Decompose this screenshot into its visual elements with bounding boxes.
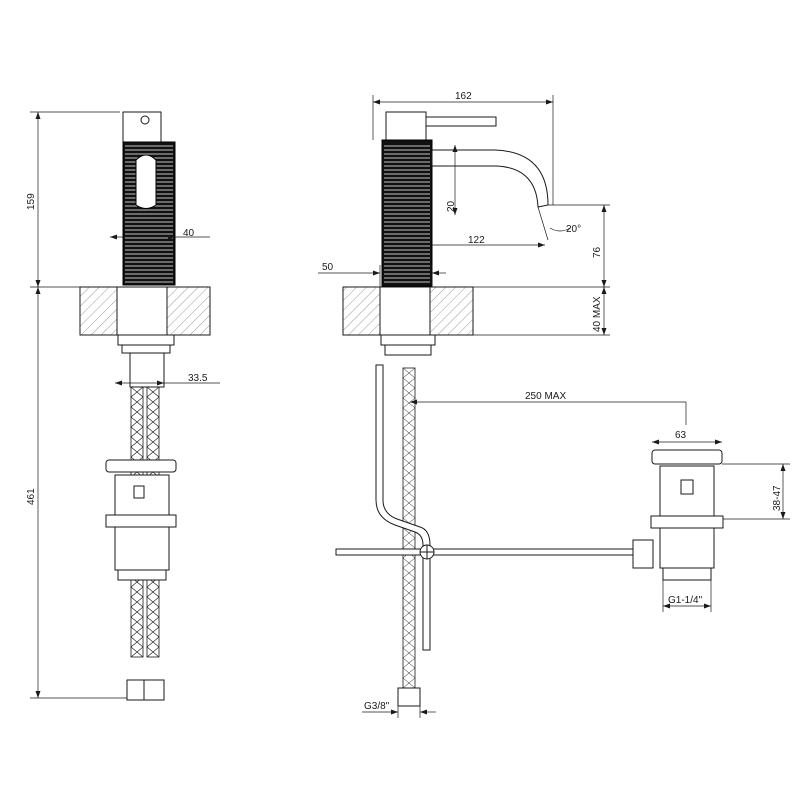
dim-side-spout-reach: 162	[455, 91, 472, 102]
side-horizontal-rod	[335, 548, 637, 556]
front-waste-cap	[105, 459, 177, 473]
dim-waste-plug-diameter: 63	[675, 430, 687, 441]
front-view: 159 461 40 33.5	[26, 111, 220, 701]
waste-body	[659, 465, 715, 517]
side-pull-rod	[375, 364, 431, 651]
waste-nut	[650, 515, 724, 529]
front-waste-body	[114, 474, 170, 516]
dim-supply-thread: G3/8"	[364, 701, 390, 712]
dim-front-body-diameter: 40	[183, 228, 195, 239]
dim-waste-distance: 250 MAX	[525, 391, 566, 402]
front-waste-nut	[105, 514, 177, 528]
dim-side-spout-diameter: 20	[446, 200, 457, 212]
dim-side-base-diameter: 50	[322, 262, 334, 273]
dim-waste-thread: G1-1/4"	[668, 595, 703, 606]
dim-front-height-lower: 461	[26, 488, 37, 505]
side-spout	[431, 149, 549, 208]
dim-side-spout-height: 76	[592, 246, 603, 258]
front-nut	[117, 334, 175, 346]
side-view: 162 20 122 20° 76 40 MAX 50 250 MAX 63 3…	[318, 91, 790, 718]
waste-lever-fitting	[632, 539, 654, 569]
side-shank	[379, 286, 431, 336]
dim-side-deck-thickness: 40 MAX	[592, 296, 603, 332]
side-body-ribs	[384, 145, 430, 283]
dim-side-spout-projection: 122	[468, 235, 485, 246]
front-shank	[116, 286, 168, 336]
dim-side-spout-angle: 20°	[566, 224, 581, 235]
waste-cap	[651, 449, 723, 465]
dim-front-tail-diameter: 33.5	[188, 373, 208, 384]
dim-front-height-upper: 159	[26, 193, 37, 210]
front-spout-outlet	[135, 154, 157, 209]
side-supply-fitting	[397, 687, 421, 707]
front-hose-fitting-right	[143, 679, 165, 701]
front-handle-dot-icon	[140, 115, 150, 125]
front-handle	[122, 111, 162, 143]
dim-waste-height-range: 38-47	[772, 485, 783, 511]
